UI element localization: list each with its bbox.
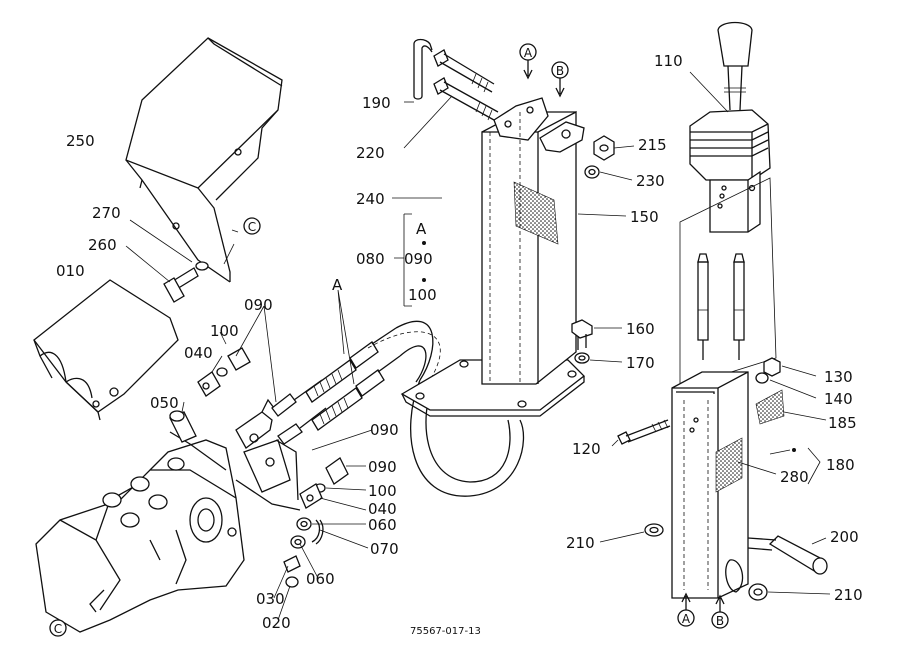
- boot-outline: [679, 177, 777, 389]
- label-100-upper: 100: [210, 322, 239, 340]
- label-200: 200: [830, 528, 859, 546]
- knob-090-lower: [325, 457, 349, 485]
- lever-knob-110: [689, 21, 771, 233]
- label-190: 190: [362, 94, 391, 112]
- marker-b-top: B: [551, 61, 569, 98]
- label-110: 110: [654, 52, 683, 70]
- label-100-sub: 100: [408, 286, 437, 304]
- svg-text:B: B: [716, 614, 724, 628]
- washer-060-lower: [290, 535, 306, 549]
- marker-c-mid: C: [243, 217, 261, 235]
- plate-185: [755, 389, 785, 425]
- label-090-sub: 090: [404, 250, 433, 268]
- label-230: 230: [636, 172, 665, 190]
- svg-text:B: B: [556, 64, 564, 78]
- nut-215: [593, 135, 615, 161]
- marker-b-bottom: B: [711, 594, 729, 629]
- control-cable-assembly: [271, 320, 441, 445]
- label-250: 250: [66, 132, 95, 150]
- label-060-lower: 060: [306, 570, 335, 588]
- washer-270: [195, 261, 209, 271]
- washer-210-right: [748, 583, 768, 601]
- nut-100-upper: [216, 367, 228, 377]
- drawing-number: 75567-017-13: [410, 626, 481, 637]
- grip-200: [747, 535, 828, 575]
- label-040-lower: 040: [368, 500, 397, 518]
- marker-c-bottom: C: [49, 619, 67, 637]
- cover-010: [33, 279, 179, 421]
- label-060-upper: 060: [368, 516, 397, 534]
- label-280: 280: [780, 468, 809, 486]
- part-labels: 250 270 260 010 100 090 040 050 A 190 22…: [56, 52, 863, 637]
- label-040-upper: 040: [184, 344, 213, 362]
- label-185: 185: [828, 414, 857, 432]
- label-210-left: 210: [566, 534, 595, 552]
- label-070: 070: [370, 540, 399, 558]
- dot-080-b: [422, 278, 426, 282]
- svg-text:C: C: [248, 220, 256, 234]
- bolt-160: [571, 319, 593, 350]
- washer-020: [285, 576, 299, 588]
- clevis-040-upper: [197, 371, 221, 397]
- bolt-upper: [433, 49, 495, 93]
- label-180: 180: [826, 456, 855, 474]
- label-030: 030: [256, 590, 285, 608]
- label-260: 260: [88, 236, 117, 254]
- label-130: 130: [824, 368, 853, 386]
- label-090-mid: 090: [370, 421, 399, 439]
- cover-bracket-250: [125, 37, 283, 283]
- washer-210-left: [644, 523, 664, 537]
- label-cable-a: A: [332, 276, 343, 294]
- label-050: 050: [150, 394, 179, 412]
- washer-230: [584, 165, 600, 179]
- clevis-040-lower: [299, 483, 323, 509]
- lever-links: [235, 398, 301, 511]
- knob-090-upper: [227, 347, 251, 371]
- label-160: 160: [626, 320, 655, 338]
- svg-text:C: C: [54, 622, 62, 636]
- label-170: 170: [626, 354, 655, 372]
- label-120: 120: [572, 440, 601, 458]
- label-210-right: 210: [834, 586, 863, 604]
- label-090-upper: 090: [244, 296, 273, 314]
- washer-140: [755, 372, 769, 384]
- lever-rods: [697, 253, 745, 360]
- svg-text:A: A: [524, 46, 533, 60]
- washer-170: [574, 352, 590, 364]
- label-270: 270: [92, 204, 121, 222]
- nut-130: [763, 357, 781, 377]
- leader-lines: [125, 71, 831, 621]
- control-valve-assembly: [35, 431, 245, 633]
- label-090-lower: 090: [368, 458, 397, 476]
- label-215: 215: [638, 136, 667, 154]
- dot-080-a: [422, 241, 426, 245]
- bolt-220: [433, 77, 499, 121]
- lever-housing-lower: [671, 371, 749, 599]
- label-010: 010: [56, 262, 85, 280]
- washer-060-upper: [296, 517, 312, 531]
- cable-loop: [410, 379, 525, 497]
- lever-frame-150: [400, 97, 585, 417]
- lever-rod-190: [413, 38, 433, 100]
- pin-070: [311, 519, 324, 545]
- label-240: 240: [356, 190, 385, 208]
- bolt-050: [169, 410, 197, 443]
- marker-a-bottom: A: [677, 592, 695, 627]
- label-100-lower: 100: [368, 482, 397, 500]
- label-220: 220: [356, 144, 385, 162]
- label-080: 080: [356, 250, 385, 268]
- bolt-120: [617, 419, 671, 445]
- label-020: 020: [262, 614, 291, 632]
- dot-180: [792, 448, 796, 452]
- label-140: 140: [824, 390, 853, 408]
- label-080-sub-a: A: [416, 220, 427, 238]
- svg-text:A: A: [682, 612, 691, 626]
- label-150: 150: [630, 208, 659, 226]
- marker-a-top: A: [519, 43, 537, 80]
- bolt-260: [163, 267, 199, 303]
